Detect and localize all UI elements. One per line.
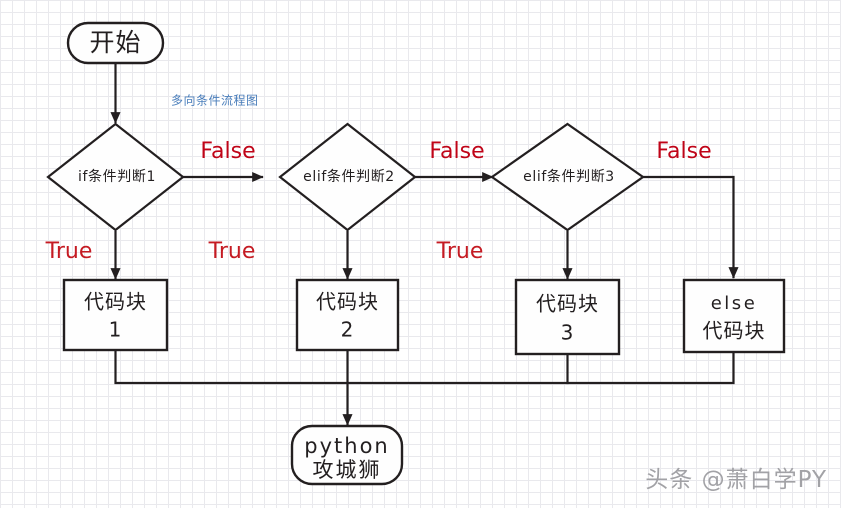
watermark: 头条 @萧白学PY xyxy=(645,467,827,493)
edge-merge-bar xyxy=(114,348,735,385)
node-end-label-line2: 攻城狮 xyxy=(313,458,382,482)
diagram-annotation: 多向条件流程图 xyxy=(171,93,259,108)
edge-label-true-1: True xyxy=(45,239,93,264)
node-end[interactable]: python 攻城狮 xyxy=(290,424,404,486)
node-condition-1-label: if条件判断1 xyxy=(78,168,156,185)
node-block-2-shape xyxy=(295,278,400,352)
node-condition-3-shape xyxy=(490,122,645,232)
node-condition-3-label: elif条件判断3 xyxy=(523,168,615,185)
node-condition-2[interactable]: elif条件判断2 xyxy=(278,122,417,232)
node-start-label: 开始 xyxy=(89,28,141,57)
node-block-1-label-line1: 代码块 xyxy=(84,290,147,314)
node-block-1[interactable]: 代码块 1 xyxy=(62,278,169,352)
edge-cond3-false-to-else xyxy=(641,175,739,279)
node-block-3-shape xyxy=(514,278,621,356)
node-block-else[interactable]: else 代码块 xyxy=(682,278,786,354)
node-block-1-label-line2: 1 xyxy=(109,318,123,342)
node-condition-1-shape xyxy=(46,122,185,232)
node-block-2-label-line2: 2 xyxy=(341,318,355,342)
node-block-else-label-line2: 代码块 xyxy=(703,319,766,343)
node-condition-2-label: elif条件判断2 xyxy=(303,168,395,185)
edge-label-true-3: True xyxy=(436,239,484,264)
node-start-shape xyxy=(66,21,165,65)
node-block-1-shape xyxy=(62,278,169,352)
node-condition-2-shape xyxy=(278,122,417,232)
node-block-3[interactable]: 代码块 3 xyxy=(514,278,621,356)
node-block-3-label-line1: 代码块 xyxy=(536,292,599,316)
node-block-3-label-line2: 3 xyxy=(561,321,575,345)
edge-label-false-3: False xyxy=(656,139,711,164)
node-start[interactable]: 开始 xyxy=(66,21,165,65)
node-condition-3[interactable]: elif条件判断3 xyxy=(490,122,645,232)
node-block-else-shape xyxy=(682,278,786,354)
edge-label-false-2: False xyxy=(429,139,484,164)
node-block-2-label-line1: 代码块 xyxy=(316,290,379,314)
node-block-2[interactable]: 代码块 2 xyxy=(295,278,400,352)
node-end-label-line1: python xyxy=(304,434,389,458)
node-block-else-label-line1: else xyxy=(711,293,758,314)
node-end-shape xyxy=(290,424,404,486)
edge-label-true-2: True xyxy=(208,239,256,264)
edge-label-false-1: False xyxy=(200,139,255,164)
node-condition-1[interactable]: if条件判断1 xyxy=(46,122,185,232)
